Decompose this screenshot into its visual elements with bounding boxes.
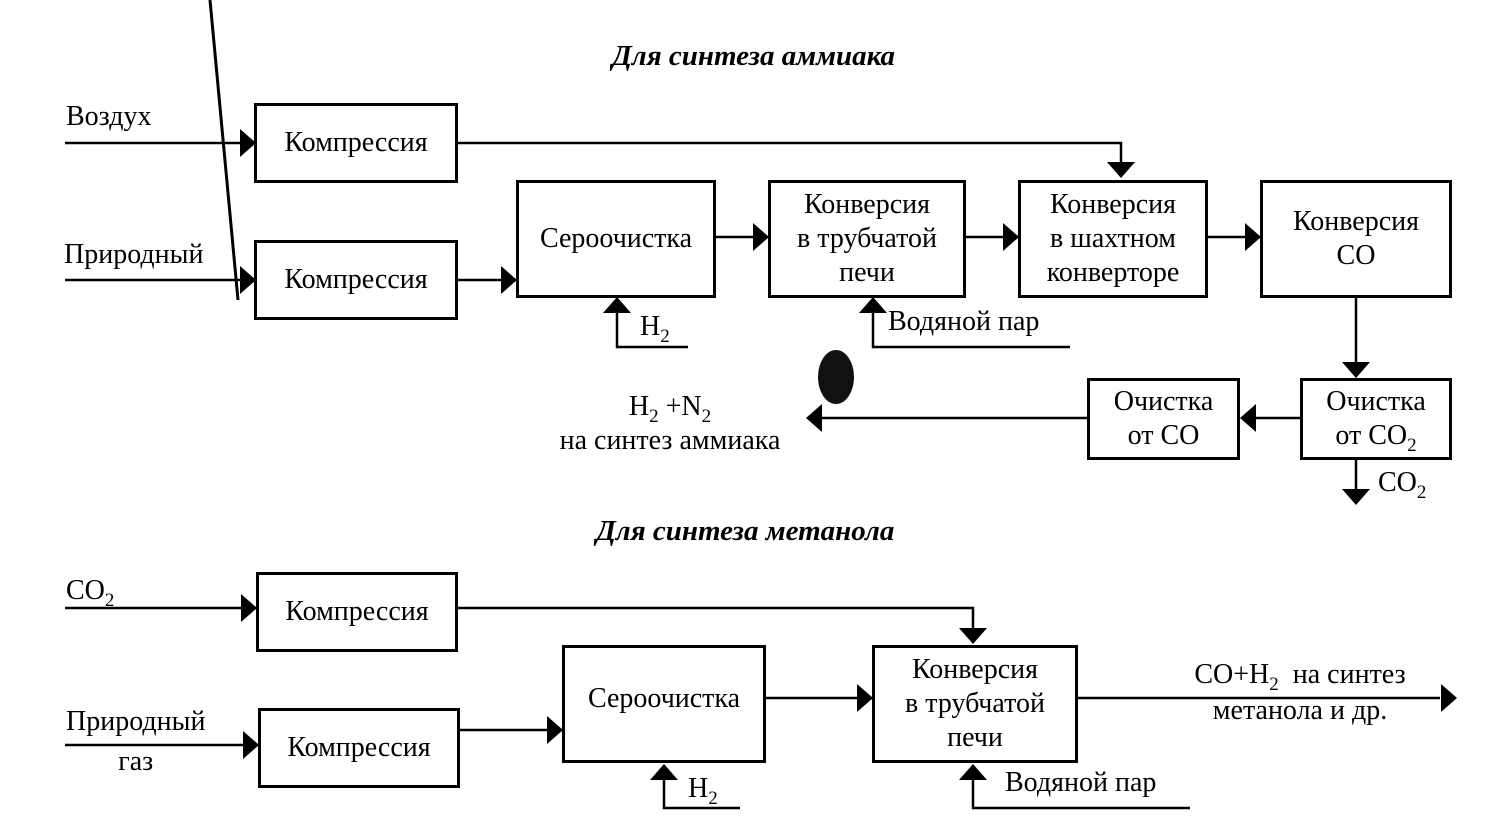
h2-subscript: 2: [660, 326, 670, 347]
natural-gas-input-label: Природный: [64, 239, 204, 270]
co-cleaning-box: Очистка от СО: [1087, 378, 1240, 460]
n-subscript: 2: [701, 406, 712, 427]
h2-subscript-2: 2: [708, 788, 718, 809]
h2-to-desulf2-line: [662, 778, 740, 810]
tube-furnace-conversion-box: Конверсия в трубчатой печи: [768, 180, 966, 298]
co2-compression-box: Компрессия: [256, 572, 458, 652]
h2-input-label: H2: [640, 310, 670, 347]
co-conversion-box: Конверсия СО: [1260, 180, 1452, 298]
gas-compression-box: Компрессия: [254, 240, 458, 320]
h2-text: H: [640, 311, 661, 342]
co2-input-text: CO: [66, 575, 105, 606]
h-text: H: [628, 391, 650, 422]
ammonia-product-formula: H2 +N2: [530, 390, 810, 427]
synthesis-text: на синтез: [1278, 659, 1406, 690]
h-subscript: 2: [649, 406, 659, 427]
co2-cleaning-subscript: 2: [1407, 435, 1417, 456]
co-h-subscript: 2: [1269, 674, 1279, 695]
co2-output-label: CO2: [1378, 466, 1427, 503]
air-input-label: Воздух: [66, 101, 152, 132]
scan-artifact-line: [208, 0, 240, 301]
co-h-text: CO+H: [1194, 659, 1270, 690]
steam-to-tube2-line: [971, 778, 1190, 810]
ammonia-product-label: H2 +N2 на синтез аммиака: [530, 390, 810, 458]
h2-input-label-2: H2: [688, 772, 718, 809]
n-text: +N: [658, 391, 702, 422]
gas-label-line2: газ: [118, 746, 154, 777]
gas-compression-box-2: Компрессия: [258, 708, 460, 788]
co2-input-subscript: 2: [104, 590, 115, 611]
methanol-section-title: Для синтеза метанола: [596, 515, 895, 547]
methanol-product-destination: метанола и др.: [1212, 695, 1388, 726]
co2-output-subscript: 2: [1416, 482, 1427, 503]
natural-gas-input-label-2: Природный газ: [66, 705, 205, 779]
co2-input-label: CO2: [66, 574, 115, 611]
co2-output-text: CO: [1378, 467, 1417, 498]
methanol-product-label: CO+H2 на синтез метанола и др.: [1170, 658, 1430, 728]
co2-compression-to-tube-arrow: [458, 606, 975, 630]
ink-blot: [818, 350, 854, 404]
steam-to-tube-line: [871, 312, 1070, 349]
air-compression-box: Компрессия: [254, 103, 458, 183]
desulfurization-box-2: Сероочистка: [562, 645, 766, 763]
shaft-converter-conversion-box: Конверсия в шахтном конверторе: [1018, 180, 1208, 298]
co2-cleaning-text: Очистка от СО: [1326, 386, 1426, 451]
air-compression-to-shaft-arrow: [456, 141, 1123, 165]
steam-input-label-2: Водяной пар: [1005, 767, 1157, 798]
desulfurization-box: Сероочистка: [516, 180, 716, 298]
gas-label-line1: Природный: [66, 706, 206, 737]
co2-cleaning-box: Очистка от СО2: [1300, 378, 1452, 460]
steam-input-label: Водяной пар: [888, 306, 1040, 337]
tube-furnace-conversion-box-2: Конверсия в трубчатой печи: [872, 645, 1078, 763]
methanol-product-formula: CO+H2 на синтез: [1170, 658, 1430, 695]
ammonia-product-destination: на синтез аммиака: [559, 425, 781, 456]
h2-text-2: H: [688, 773, 709, 804]
ammonia-section-title: Для синтеза аммиака: [612, 40, 896, 72]
h2-to-desulf-line: [615, 312, 688, 349]
